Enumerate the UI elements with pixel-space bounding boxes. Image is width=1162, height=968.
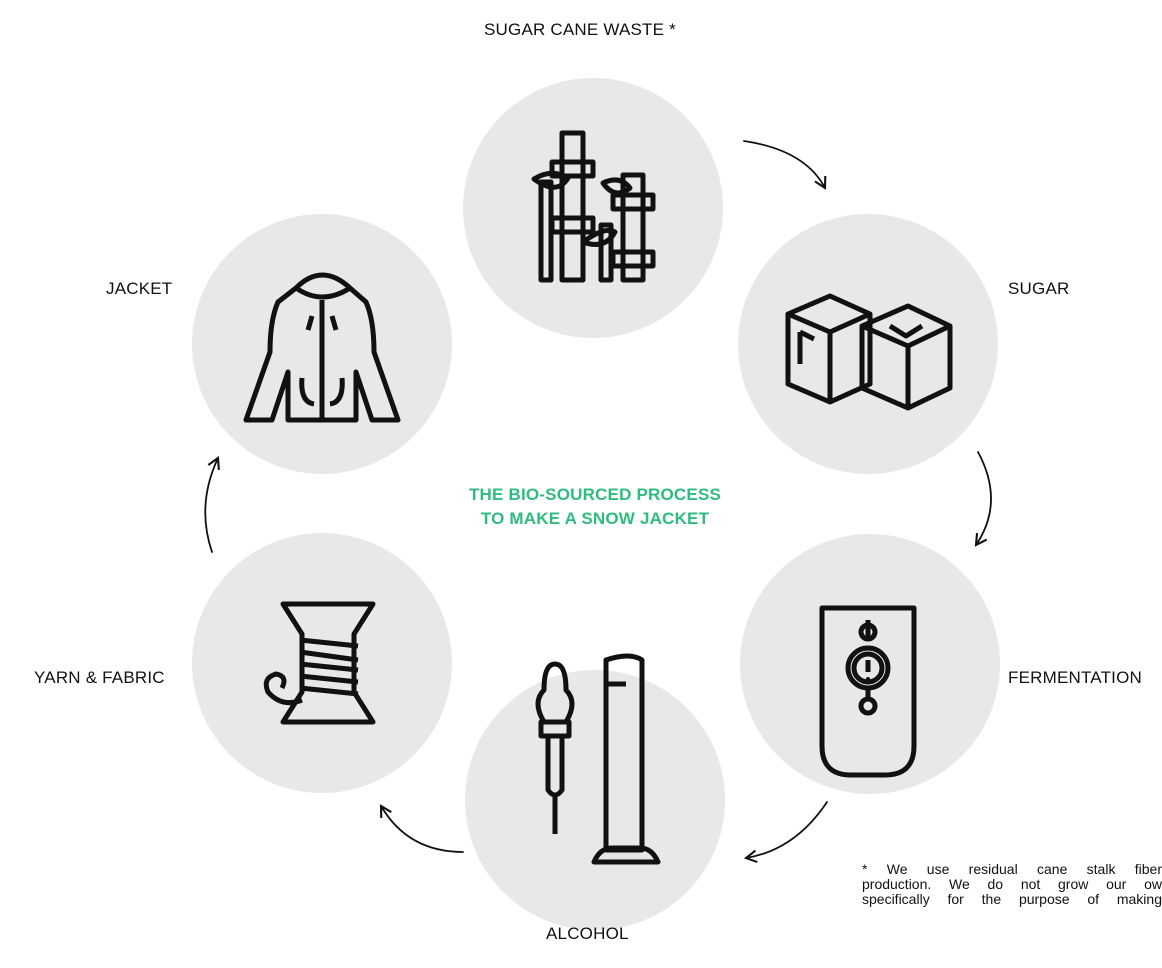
step-circle-sugar-cane bbox=[463, 78, 723, 338]
arrow-fermentation-to-alcohol bbox=[743, 801, 828, 864]
sugar-cubes-icon bbox=[785, 293, 953, 411]
thread-spool-icon bbox=[263, 601, 376, 725]
sugar-cane-icon bbox=[531, 130, 656, 283]
step-label-sugar: SUGAR bbox=[1008, 279, 1070, 298]
step-circle-alcohol bbox=[465, 670, 725, 930]
fermentation-tank-icon bbox=[819, 605, 917, 778]
step-circle-yarn-fabric bbox=[192, 533, 452, 793]
diagram-title-line-1: THE BIO-SOURCED PROCESS bbox=[468, 485, 722, 504]
diagram-title: THE BIO-SOURCED PROCESS TO MAKE A SNOW J… bbox=[395, 483, 795, 531]
arrow-yarn-to-jacket bbox=[204, 456, 220, 553]
step-label-sugar-cane-waste: SUGAR CANE WASTE * bbox=[484, 20, 676, 39]
arrow-alcohol-to-yarn bbox=[379, 804, 464, 853]
lab-pipette-cylinder-icon bbox=[535, 653, 661, 865]
step-label-yarn-fabric: YARN & FABRIC bbox=[34, 668, 165, 687]
hooded-jacket-icon bbox=[243, 272, 401, 423]
footnote-line-1: * We use residual cane stalk fiber bbox=[862, 862, 1162, 877]
arrow-sugar-to-fermentation bbox=[974, 451, 992, 547]
step-label-fermentation: FERMENTATION bbox=[1008, 668, 1142, 687]
diagram-title-line-2: TO MAKE A SNOW JACKET bbox=[480, 509, 710, 528]
footnote-line-3: specifically for the purpose of making bbox=[862, 891, 1162, 907]
footnote-line-2: production. We do not grow our ow bbox=[862, 876, 1162, 892]
step-label-jacket: JACKET bbox=[106, 279, 173, 298]
footnote: * We use residual cane stalk fiber produ… bbox=[862, 862, 1162, 922]
step-label-alcohol: ALCOHOL bbox=[546, 924, 629, 943]
arrow-cane-to-sugar bbox=[743, 140, 827, 190]
